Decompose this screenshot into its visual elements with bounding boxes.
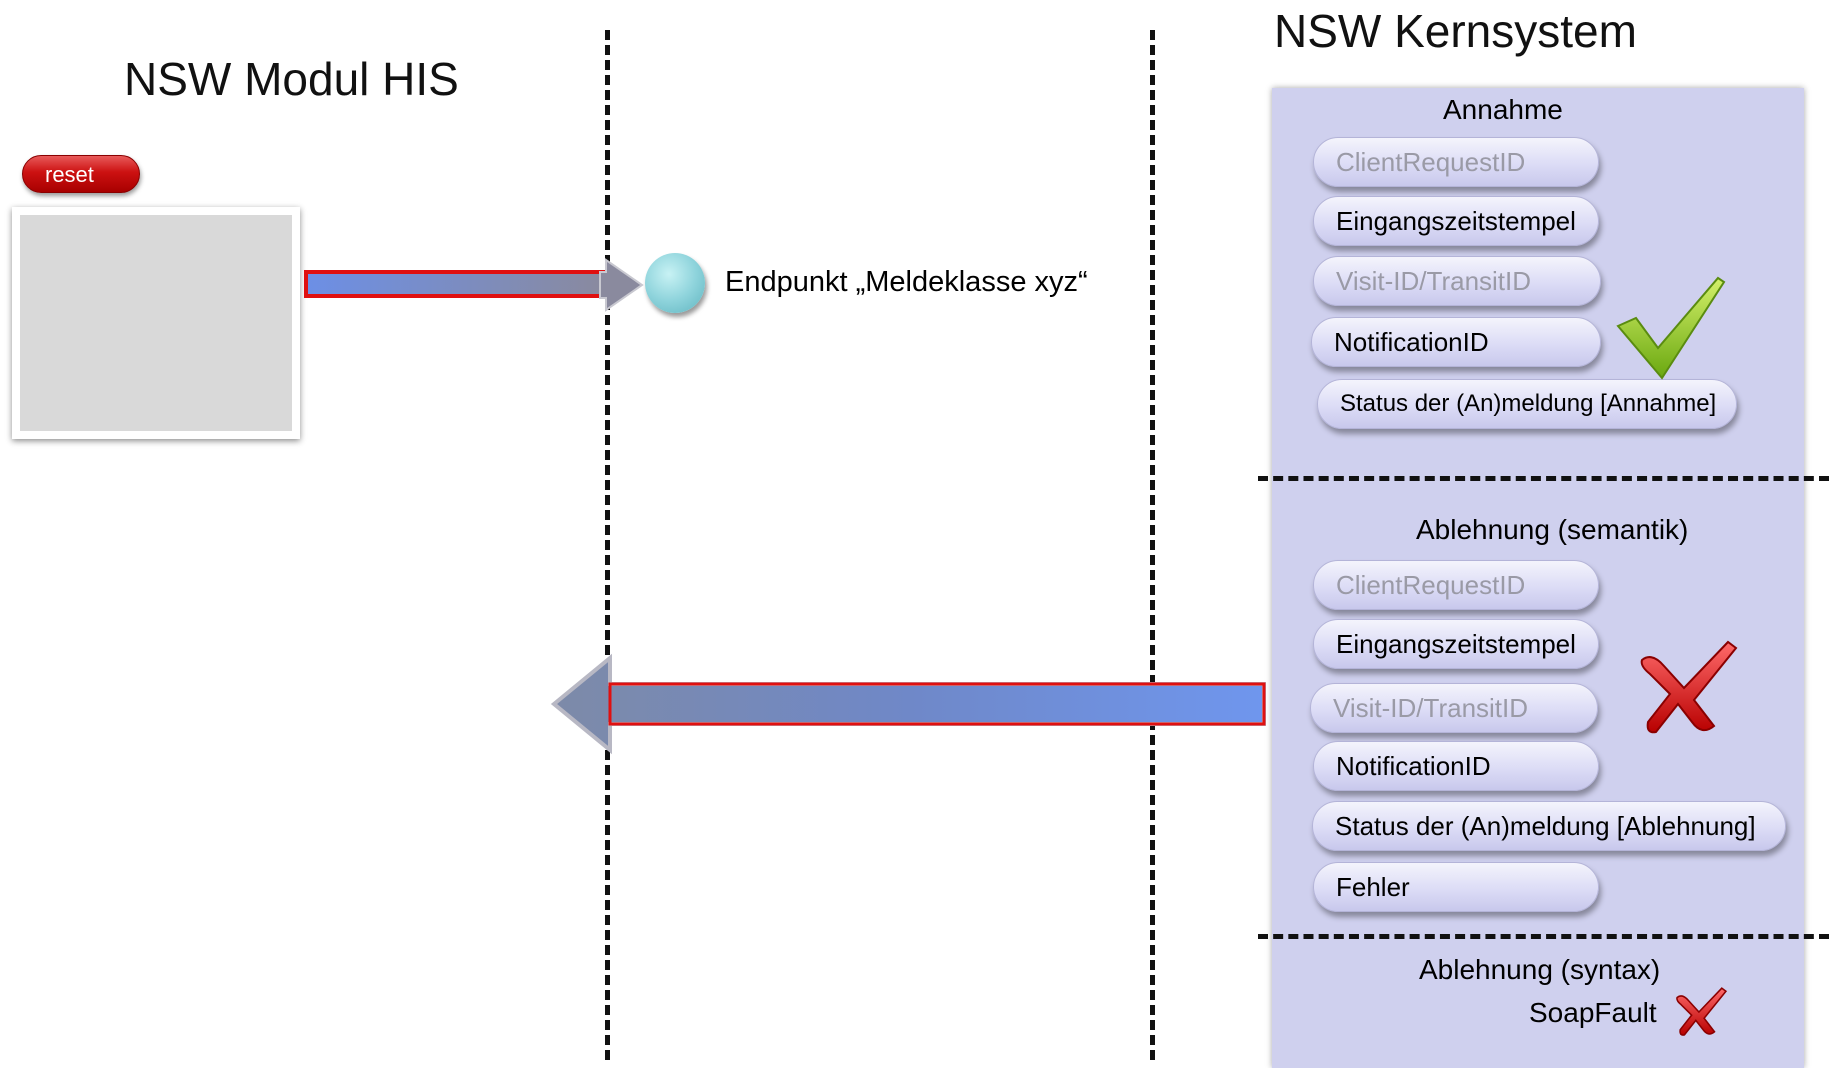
semantik-fehler: Fehler [1313, 862, 1599, 912]
cross-icon [1640, 640, 1738, 734]
ablehnung-semantik-title: Ablehnung (semantik) [1416, 514, 1689, 545]
response-arrow [550, 653, 1266, 755]
right-title: NSW Kernsystem [1274, 5, 1637, 57]
annahme-status: Status der (An)meldung [Annahme] [1317, 379, 1737, 429]
annahme-eingangszeitstempel: Eingangszeitstempel [1313, 196, 1599, 246]
module-content-area [20, 215, 292, 431]
endpoint-circle [645, 253, 705, 313]
left-title: NSW Modul HIS [124, 53, 459, 105]
cross-icon [1676, 987, 1728, 1036]
divider-right [1150, 30, 1155, 1060]
section-separator-2 [1258, 934, 1829, 939]
reset-button[interactable]: reset [22, 155, 140, 193]
semantik-visit-id: Visit-ID/TransitID [1310, 683, 1598, 733]
request-arrow [304, 258, 644, 312]
semantik-status: Status der (An)meldung [Ablehnung] [1312, 801, 1786, 851]
section-separator-1 [1258, 476, 1829, 481]
divider-left [605, 30, 610, 1060]
semantik-eingangszeitstempel: Eingangszeitstempel [1313, 619, 1599, 669]
annahme-title: Annahme [1443, 94, 1563, 125]
annahme-notification-id: NotificationID [1311, 317, 1601, 367]
annahme-client-request-id: ClientRequestID [1313, 137, 1599, 187]
annahme-visit-id: Visit-ID/TransitID [1313, 256, 1601, 306]
ablehnung-syntax-title: Ablehnung (syntax) [1419, 954, 1661, 985]
endpoint-label: Endpunkt „Meldeklasse xyz“ [725, 266, 1088, 298]
semantik-notification-id: NotificationID [1313, 741, 1599, 791]
module-box [12, 207, 300, 439]
soapfault-label: SoapFault [1529, 997, 1657, 1028]
check-icon [1616, 276, 1726, 380]
semantik-client-request-id: ClientRequestID [1313, 560, 1599, 610]
